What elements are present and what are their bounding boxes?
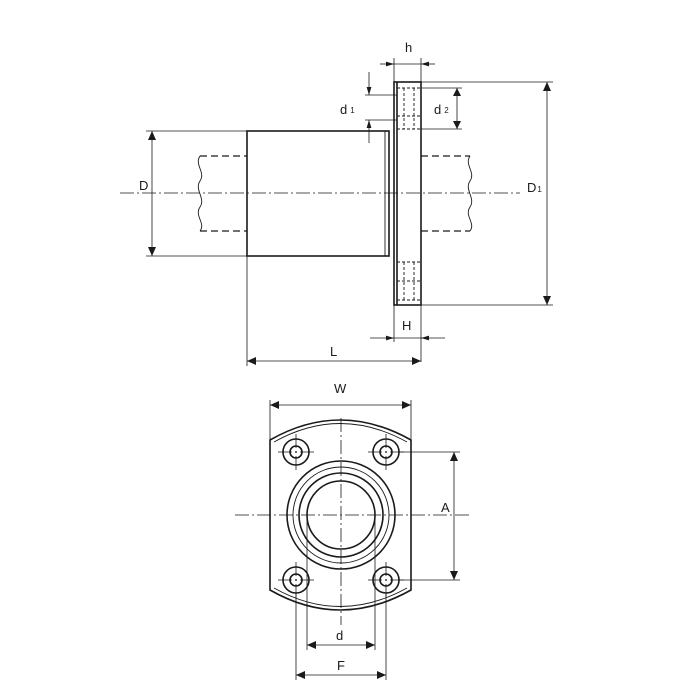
dim-d: d xyxy=(306,515,376,650)
dim-D: D xyxy=(139,130,247,257)
dim-A: A xyxy=(399,451,460,581)
dim-H: H xyxy=(370,305,445,362)
label-W: W xyxy=(334,381,347,396)
label-L: L xyxy=(330,344,337,359)
flange-side xyxy=(393,81,422,306)
label-d: d xyxy=(336,628,343,643)
dim-W: W xyxy=(269,381,412,440)
shaft-left xyxy=(197,155,247,232)
shaft-right xyxy=(421,155,473,232)
label-F: F xyxy=(337,658,345,673)
front-view: W A d F xyxy=(235,381,470,680)
flange-outline xyxy=(269,419,412,611)
dim-F: F xyxy=(295,593,387,680)
label-A: A xyxy=(441,500,450,515)
label-h: h xyxy=(405,40,412,55)
label-H: H xyxy=(402,318,411,333)
label-D1: D1 xyxy=(527,180,542,195)
label-D: D xyxy=(139,178,148,193)
dim-L: L xyxy=(246,256,421,366)
bearing-body xyxy=(246,130,390,257)
dim-h: h xyxy=(380,40,435,82)
dim-D1: D1 xyxy=(421,81,553,306)
